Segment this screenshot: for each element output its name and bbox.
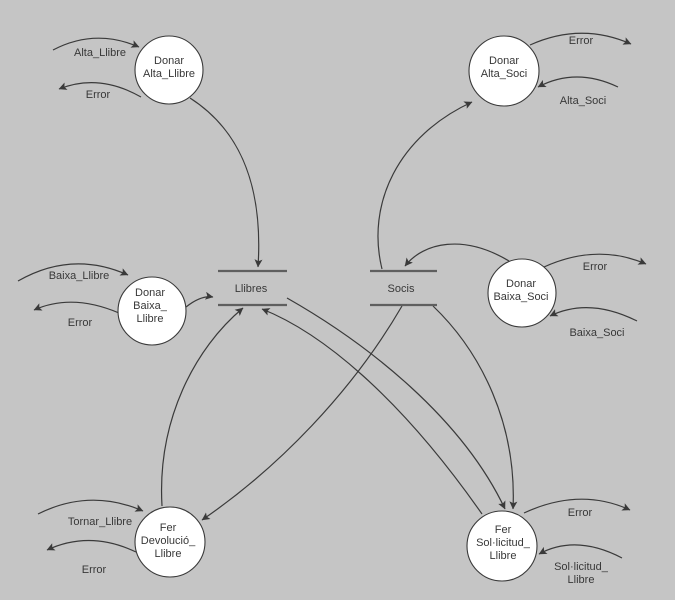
flow-error-baixa-llibre-out <box>33 301 120 314</box>
process-label-line: Baixa_Soci <box>493 291 548 303</box>
flow-alta-llibre-in <box>52 37 140 51</box>
flow-label-sollicitud-line1: Sol·licitud_ <box>554 561 609 573</box>
flow-label-error-mid-left: Error <box>68 317 93 329</box>
flow-error-alta-soci-out <box>529 32 632 46</box>
process-circle <box>468 35 540 107</box>
flow-baixa-llibre-to-llibres <box>185 291 214 308</box>
process-circle <box>134 35 204 105</box>
store-label: Llibres <box>235 283 268 295</box>
process-circle <box>466 510 538 582</box>
flow-label-error-top-left: Error <box>86 89 111 101</box>
flow-socis-to-devolucio <box>201 305 403 521</box>
process-label-line: Devolució_ <box>141 535 196 547</box>
flow-baixa-llibre-in <box>17 263 129 282</box>
process-label-line: Fer <box>495 524 512 536</box>
process-label-line: Donar <box>154 55 184 67</box>
process-label-line: Alta_Soci <box>481 68 527 80</box>
process-donar-baixa-soci: Donar Baixa_Soci <box>487 258 557 328</box>
flow-error-devolucio-out <box>46 539 137 553</box>
flow-label-error-mid-right: Error <box>583 261 608 273</box>
process-label-line: Sol·licitud_ <box>476 537 531 549</box>
process-circle <box>487 258 557 328</box>
flow-error-sollicitud-out <box>523 498 631 514</box>
store-label: Socis <box>388 283 415 295</box>
process-label-line: Llibre <box>137 313 164 325</box>
flow-socis-to-alta-soci <box>377 101 473 270</box>
flow-llibres-to-sollicitud <box>286 297 506 510</box>
flow-label-alta-soci: Alta_Soci <box>560 95 606 107</box>
flow-devolucio-to-llibres <box>160 307 244 507</box>
flow-label-alta-llibre: Alta_Llibre <box>74 47 126 59</box>
flow-socis-to-sollicitud <box>432 305 518 510</box>
flow-sollicitud-in <box>538 544 623 559</box>
process-label-line: Donar <box>489 55 519 67</box>
data-store-llibres: Llibres <box>218 269 287 307</box>
flow-baixa-soci-to-socis <box>404 243 510 267</box>
flow-tornar-llibre-in <box>37 499 144 515</box>
flow-error-alta-llibre-out <box>58 82 142 98</box>
process-label-line: Donar <box>506 278 536 290</box>
process-donar-baixa-llibre: Donar Baixa_ Llibre <box>117 276 187 346</box>
flow-label-error-top-right: Error <box>569 35 594 47</box>
flow-label-sollicitud-line2: Llibre <box>568 574 595 586</box>
process-label-line: Fer <box>160 522 177 534</box>
process-fer-devolucio-llibre: Fer Devolució_ Llibre <box>134 506 206 578</box>
flow-label-baixa-soci: Baixa_Soci <box>569 327 624 339</box>
process-label-line: Donar <box>135 287 165 299</box>
process-donar-alta-soci: Donar Alta_Soci <box>468 35 540 107</box>
process-label-line: Alta_Llibre <box>143 68 195 80</box>
flow-label-tornar-llibre: Tornar_Llibre <box>68 516 132 528</box>
flow-label-error-bottom-left: Error <box>82 564 107 576</box>
process-label-line: Llibre <box>490 550 517 562</box>
data-store-socis: Socis <box>370 269 437 307</box>
flow-alta-soci-in <box>537 76 619 88</box>
process-circle <box>134 506 206 578</box>
flow-label-baixa-llibre: Baixa_Llibre <box>49 270 110 282</box>
process-fer-sollicitud-llibre: Fer Sol·licitud_ Llibre <box>466 510 538 582</box>
flow-error-baixa-soci-out <box>543 253 647 268</box>
flow-label-error-bottom-right: Error <box>568 507 593 519</box>
process-circle <box>117 276 187 346</box>
process-label-line: Baixa_ <box>133 300 168 312</box>
flow-alta-llibre-to-llibres <box>189 97 263 268</box>
flow-sollicitud-to-llibres <box>261 308 483 515</box>
process-label-line: Llibre <box>155 548 182 560</box>
flow-baixa-soci-in <box>549 307 638 322</box>
process-donar-alta-llibre: Donar Alta_Llibre <box>134 35 204 105</box>
